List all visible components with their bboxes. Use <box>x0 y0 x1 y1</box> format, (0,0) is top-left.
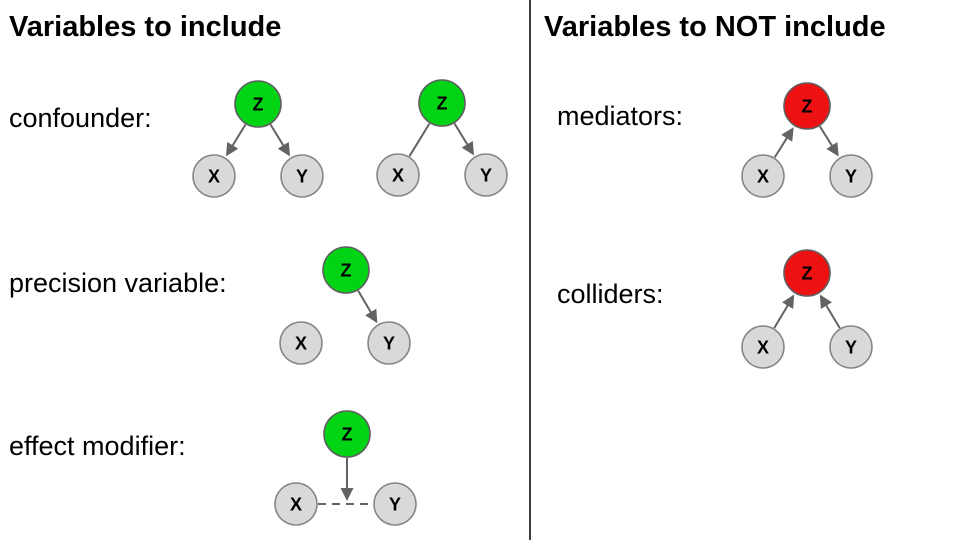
edge-Z-X <box>225 123 247 157</box>
edge-Z-Y <box>818 125 839 157</box>
node-Y: Y <box>373 482 417 526</box>
diagram-effect-modifier: Z X Y <box>274 410 417 526</box>
node-X: X <box>279 321 323 365</box>
node-label-Y: Y <box>389 495 401 515</box>
node-label-X: X <box>392 166 404 186</box>
right-panel-title: Variables to NOT include <box>544 11 886 43</box>
node-label-X: X <box>757 167 769 187</box>
node-Z: Z <box>783 82 831 130</box>
node-label-Z: Z <box>342 425 353 445</box>
node-X: X <box>376 153 420 197</box>
node-Y: Y <box>829 325 873 369</box>
node-Z: Z <box>234 80 282 128</box>
node-Z: Z <box>418 79 466 127</box>
node-label-Y: Y <box>845 167 857 187</box>
edge-X-Z <box>773 127 794 158</box>
label-effect-modifier: effect modifier: <box>9 431 186 461</box>
edge-Z-Y <box>269 123 291 157</box>
diagram-confounder-assoc: Z X Y <box>376 79 508 197</box>
node-Y: Y <box>464 153 508 197</box>
label-precision-variable: precision variable: <box>9 268 227 298</box>
node-label-X: X <box>295 334 307 354</box>
node-Z: Z <box>783 249 831 297</box>
edge-Z-X <box>408 122 431 157</box>
node-X: X <box>741 325 785 369</box>
edge-Y-Z <box>819 294 841 329</box>
label-confounder: confounder: <box>9 103 152 133</box>
edge-Z-Y <box>357 290 378 324</box>
label-colliders: colliders: <box>557 279 664 309</box>
node-X: X <box>741 154 785 198</box>
node-label-X: X <box>290 495 302 515</box>
left-panel-title: Variables to include <box>9 11 282 43</box>
edge-Z-Y <box>453 122 475 156</box>
diagram-confounder-fork: Z X Y <box>192 80 324 198</box>
node-label-Y: Y <box>845 338 857 358</box>
node-label-Z: Z <box>802 97 813 117</box>
edge-X-Z <box>773 294 795 329</box>
slide: Variables to include Variables to NOT in… <box>9 0 886 540</box>
node-label-Z: Z <box>802 264 813 284</box>
node-label-X: X <box>208 167 220 187</box>
diagram-precision-variable: Z X Y <box>279 246 411 365</box>
node-label-Y: Y <box>383 334 395 354</box>
node-label-Y: Y <box>296 167 308 187</box>
diagram-collider: Z X Y <box>741 249 873 369</box>
node-label-Z: Z <box>341 261 352 281</box>
label-mediators: mediators: <box>557 101 684 131</box>
node-Y: Y <box>829 154 873 198</box>
node-Z: Z <box>323 410 371 458</box>
node-Y: Y <box>367 321 411 365</box>
node-X: X <box>192 154 236 198</box>
node-label-Y: Y <box>480 166 492 186</box>
node-label-X: X <box>757 338 769 358</box>
node-X: X <box>274 482 318 526</box>
node-label-Z: Z <box>253 95 264 115</box>
node-Y: Y <box>280 154 324 198</box>
node-Z: Z <box>322 246 370 294</box>
node-label-Z: Z <box>437 94 448 114</box>
panel-divider <box>529 0 531 540</box>
diagram-mediator: Z X Y <box>741 82 873 198</box>
